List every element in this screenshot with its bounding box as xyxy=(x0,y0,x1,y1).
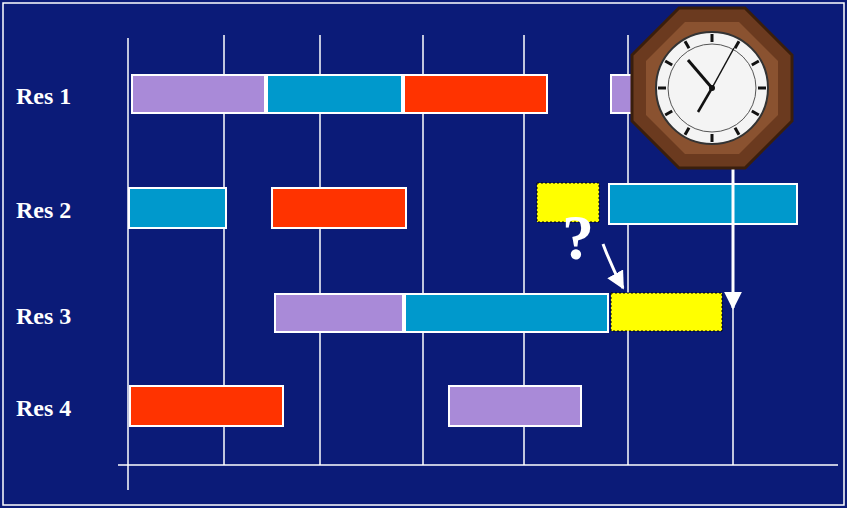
resource-label: Res 3 xyxy=(16,304,71,328)
move-arrow xyxy=(603,244,623,288)
clock-icon xyxy=(632,8,792,168)
resource-label: Res 2 xyxy=(16,198,71,222)
candidate-task xyxy=(537,183,722,331)
resource-label: Res 1 xyxy=(16,84,71,108)
question-mark: ? xyxy=(562,206,594,270)
resource-label: Res 4 xyxy=(16,396,71,420)
time-arrow xyxy=(732,160,735,308)
frame xyxy=(3,3,844,505)
